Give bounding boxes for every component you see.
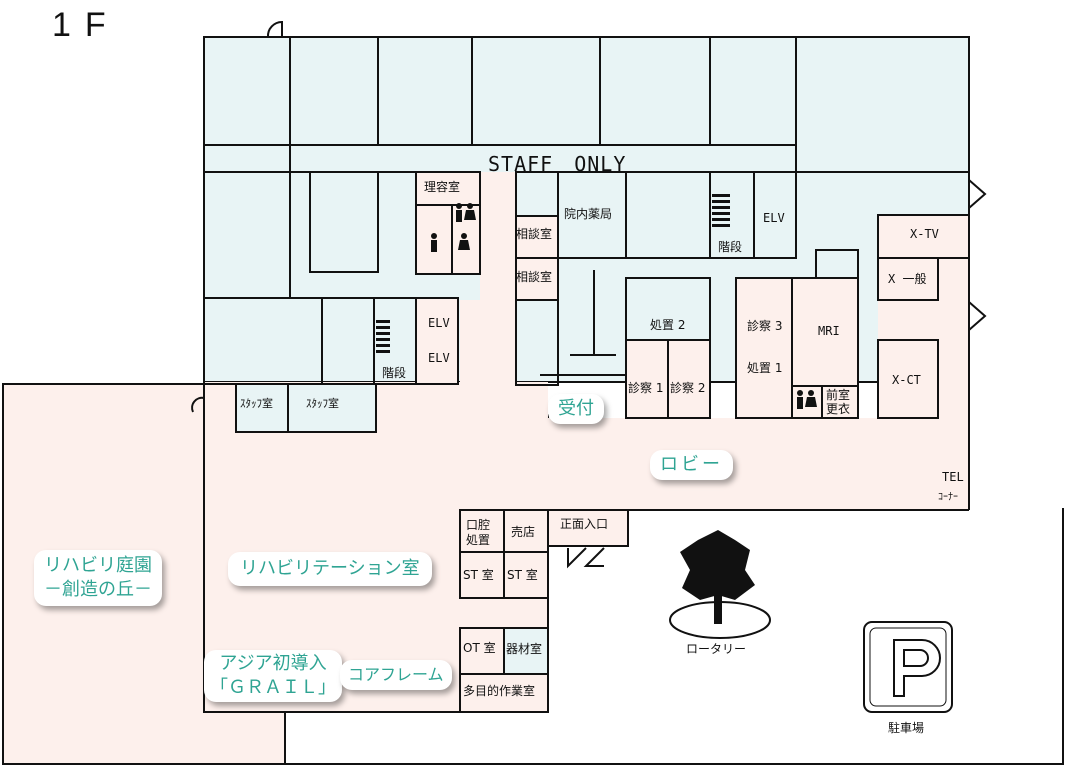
grail-label: アジア初導入 「ＧＲＡＩＬ」 [204, 650, 342, 702]
soudan2-label: 相談室 [516, 270, 553, 284]
koukuu-line1-label: 口腔 [466, 518, 491, 532]
door-icons [191, 20, 987, 569]
rehab-room-label: リハビリテーション室 [228, 552, 432, 586]
tel-label: TEL [942, 470, 964, 484]
stairs-icon [376, 194, 730, 353]
parking-sign-icon [863, 621, 953, 713]
shochi1-label: 処置 1 [747, 361, 783, 375]
parking-label: 駐車場 [888, 721, 925, 735]
staff-room2-label: ｽﾀｯﾌ室 [306, 397, 339, 410]
st1-label: ST 室 [463, 568, 494, 582]
lobby-label: ロビー [650, 450, 733, 480]
soudan1-label: 相談室 [516, 227, 553, 241]
shochi2-label: 処置 2 [650, 318, 686, 332]
shinsatsu3-label: 診察 3 [747, 319, 783, 333]
staff-room1-label: ｽﾀｯﾌ室 [240, 397, 273, 410]
kizai-label: 器材室 [506, 642, 543, 656]
yakkyoku-label: 院内薬局 [564, 207, 613, 221]
xct-label: X-CT [892, 373, 921, 387]
baiten-label: 売店 [511, 525, 536, 539]
elv1-label: ELV [428, 316, 450, 330]
lobby-main [548, 418, 968, 510]
toilet-icon [431, 203, 817, 409]
koui-label: 更衣 [826, 402, 851, 416]
rotary-label: ロータリー [686, 642, 747, 656]
corner-label: ｺｰﾅｰ [938, 492, 958, 503]
zenshitsu-label: 前室 [826, 388, 851, 402]
stairs2-label: 階段 [718, 240, 743, 254]
shoumen-label: 正面入口 [560, 517, 609, 531]
core-frame-label: コアフレーム [340, 660, 452, 690]
lot-line [284, 508, 1064, 765]
st2-label: ST 室 [507, 568, 538, 582]
grail-line1: アジア初導入 [219, 653, 327, 674]
floor-label: 1F [52, 6, 120, 44]
grail-line2: 「ＧＲＡＩＬ」 [210, 677, 336, 698]
koukuu-line2-label: 処置 [466, 533, 491, 547]
garden-title: リハビリ庭園 [44, 555, 152, 576]
ot-label: OT 室 [463, 641, 496, 655]
elv3-label: ELV [763, 211, 785, 225]
garden-subtitle: －創造の丘－ [44, 579, 152, 600]
tamokuteki-label: 多目的作業室 [463, 684, 536, 698]
tree-icon [669, 530, 771, 639]
xtv-label: X-TV [910, 227, 939, 241]
shinsatsu2-label: 診察 2 [670, 381, 706, 395]
shinsatsu1-label: 診察 1 [628, 381, 664, 395]
xippan-label: X 一般 [888, 272, 927, 286]
stairs1-label: 階段 [382, 366, 407, 380]
garden-label: リハビリ庭園 －創造の丘－ [34, 550, 162, 606]
uketsuke-label: 受付 [548, 394, 604, 424]
elv2-label: ELV [428, 351, 450, 365]
mri-label: MRI [818, 324, 840, 338]
riyoushitsu-label: 理容室 [424, 180, 461, 194]
staff-only-banner: STAFF ONLY [488, 152, 627, 176]
